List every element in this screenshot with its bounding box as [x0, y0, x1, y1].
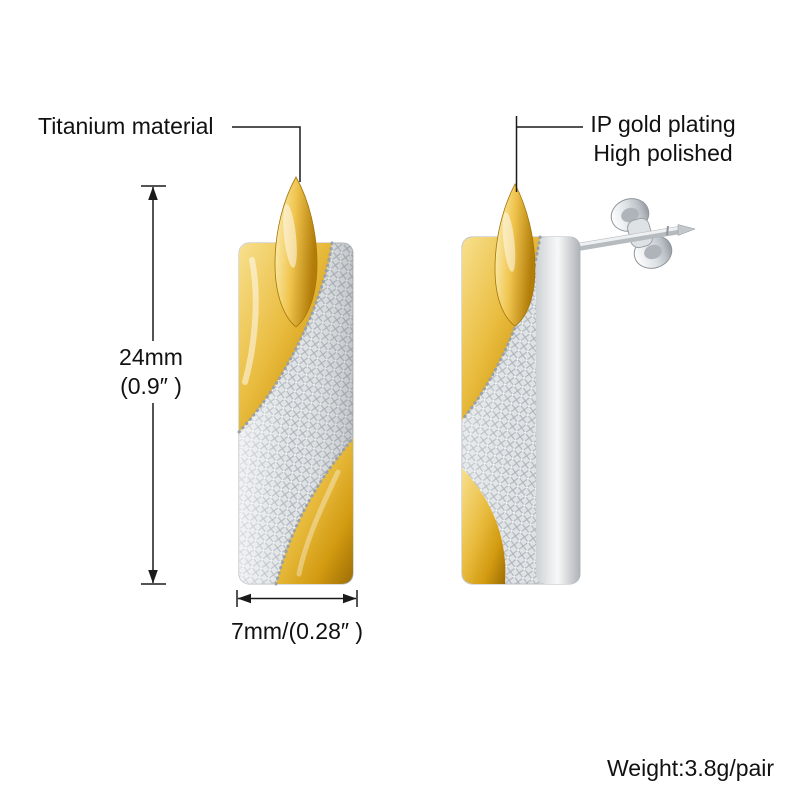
gold-highlight	[242, 257, 259, 385]
post-notch	[666, 225, 669, 236]
butterfly-wing-hole	[644, 244, 662, 260]
leader-line-right	[515, 116, 583, 192]
height-label-mm: 24mm	[119, 344, 183, 370]
bead-edge	[274, 436, 355, 586]
width-dimension-line	[236, 590, 358, 607]
height-label-inch: (0.9″ )	[120, 373, 182, 399]
leader-line-left	[232, 126, 301, 182]
width-label: 7mm/(0.28″ )	[230, 618, 364, 644]
bead-edge	[460, 235, 542, 422]
plating-label-line1: IP gold plating	[590, 111, 736, 137]
post-tip	[677, 224, 696, 236]
gold-highlight	[296, 469, 341, 577]
height-label: 24mm (0.9″ )	[94, 341, 208, 403]
earring-side-gold-bottom	[462, 468, 506, 584]
plating-label-line2: High polished	[593, 140, 733, 166]
earring-front-view	[237, 176, 355, 586]
earring-front-gold-bottom	[276, 438, 353, 584]
bead-edge	[237, 241, 334, 434]
plating-label: IP gold plating High polished	[578, 110, 748, 168]
leaf-highlight	[502, 212, 516, 272]
earring-side-view	[460, 183, 581, 585]
leaf-highlight	[283, 204, 297, 268]
material-label: Titanium material	[38, 113, 214, 139]
butterfly-wing-hole	[621, 207, 639, 223]
weight-label: Weight:3.8g/pair	[607, 755, 775, 781]
